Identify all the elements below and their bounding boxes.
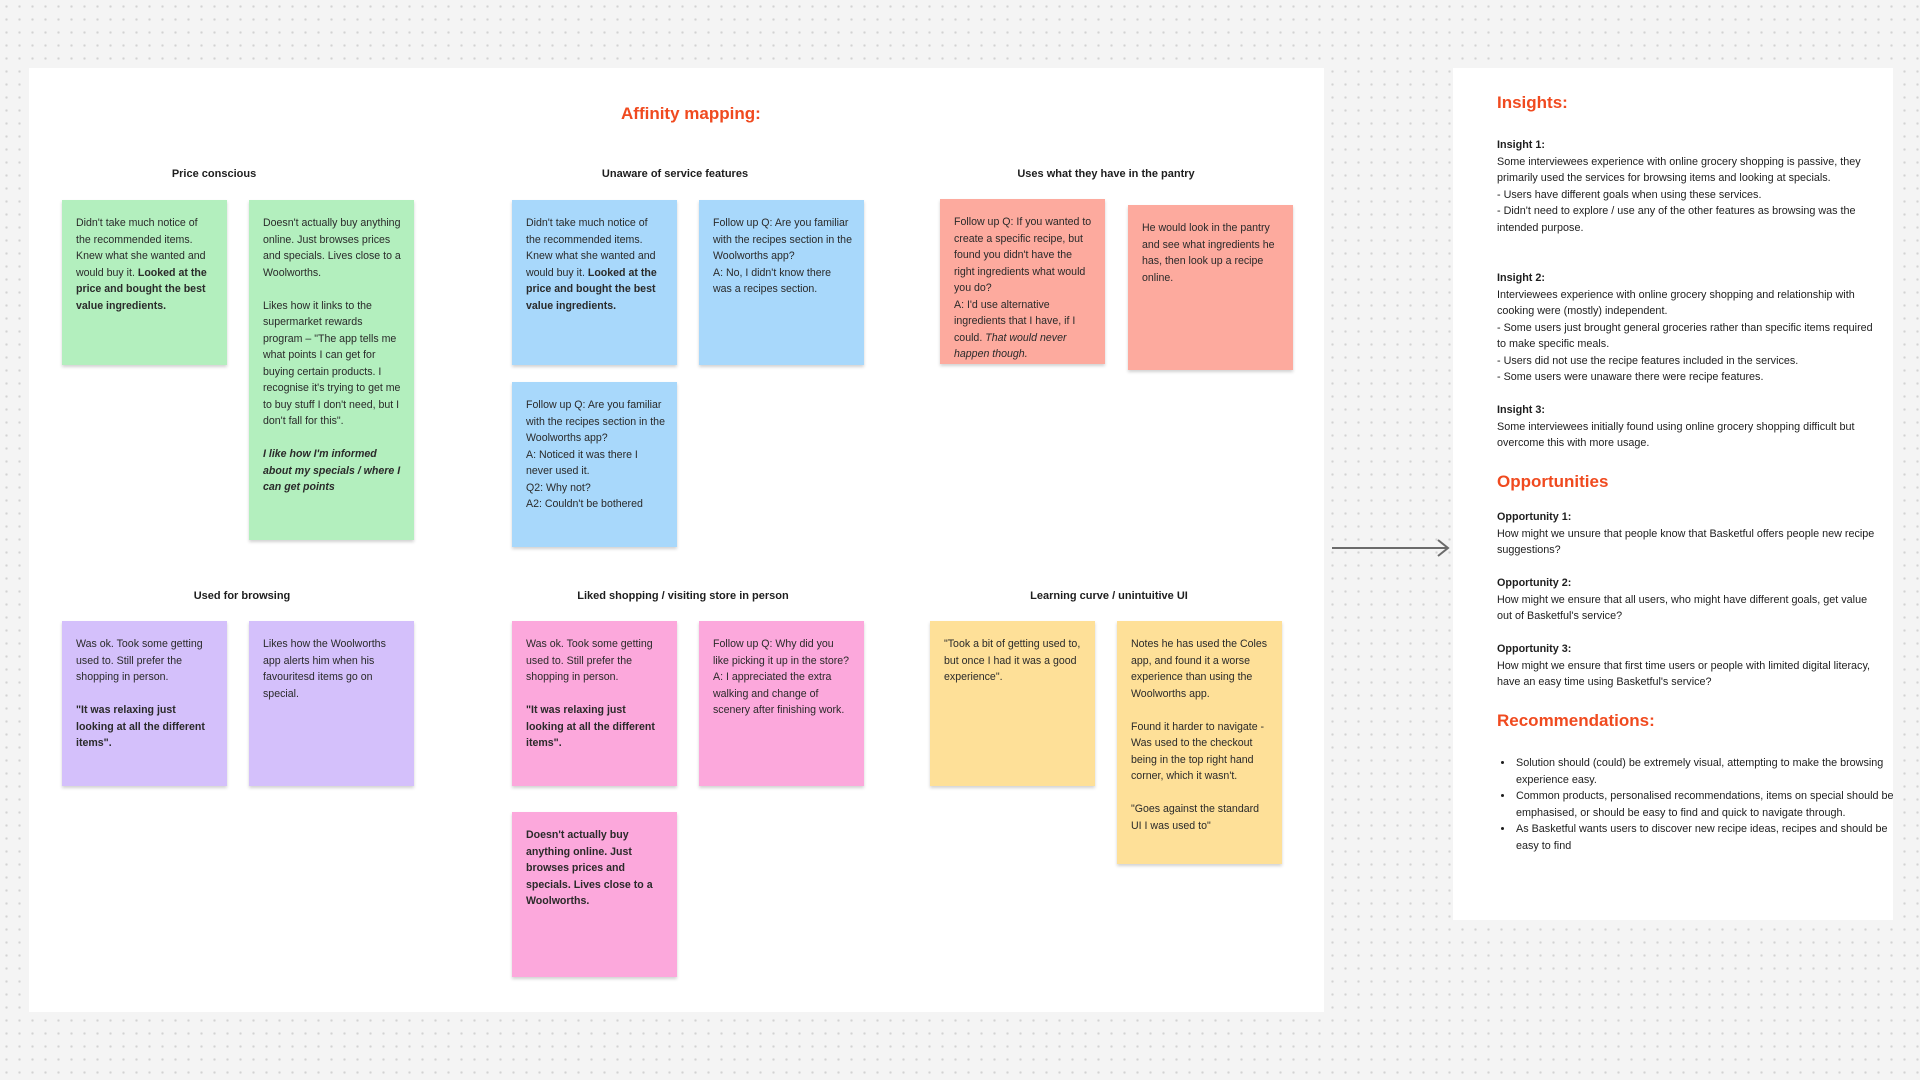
recommendations-heading: Recommendations: (1497, 711, 1655, 730)
sticky-note[interactable]: Follow up Q: If you wanted to create a s… (940, 199, 1105, 364)
sticky-note[interactable]: Was ok. Took some getting used to. Still… (62, 621, 227, 786)
insight-label: Insight 3: (1497, 404, 1545, 416)
insight-line: - Users have different goals when using … (1497, 188, 1762, 201)
sticky-note[interactable]: Follow up Q: Are you familiar with the r… (512, 382, 677, 547)
group-title-pantry: Uses what they have in the pantry (1017, 168, 1195, 180)
insight-line: - Some users just brought general grocer… (1497, 321, 1873, 351)
insight-line: - Some users were unaware there were rec… (1497, 371, 1764, 383)
insight-block: Insight 3: Some interviewees initially f… (1497, 402, 1875, 452)
sticky-note[interactable]: He would look in the pantry and see what… (1128, 205, 1293, 370)
insight-label: Insight 1: (1497, 139, 1545, 151)
group-title-liked-shopping: Liked shopping / visiting store in perso… (577, 590, 789, 602)
group-title-browsing: Used for browsing (193, 590, 291, 602)
opportunity-label: Opportunity 1: (1497, 511, 1572, 523)
opportunity-text: How might we ensure that all users, who … (1497, 593, 1868, 623)
insight-line: Some interviewees experience with online… (1497, 155, 1861, 185)
arrow-right-icon[interactable] (1330, 538, 1452, 558)
sticky-note[interactable]: Didn't take much notice of the recommend… (512, 200, 677, 365)
opportunity-block: Opportunity 2: How might we ensure that … (1497, 575, 1875, 625)
recommendation-item: As Basketful wants users to discover new… (1514, 821, 1898, 854)
sticky-note[interactable]: Doesn't actually buy anything online. Ju… (249, 200, 414, 540)
sticky-note[interactable]: Doesn't actually buy anything online. Ju… (512, 812, 677, 977)
opportunity-block: Opportunity 3: How might we ensure that … (1497, 641, 1875, 691)
group-title-learning-curve: Learning curve / unintuitive UI (1030, 590, 1188, 602)
affinity-title: Affinity mapping: (621, 104, 761, 123)
sticky-note[interactable]: Follow up Q: Are you familiar with the r… (699, 200, 864, 365)
opportunity-block: Opportunity 1: How might we unsure that … (1497, 509, 1875, 559)
group-title-price-conscious: Price conscious (171, 168, 257, 180)
opportunity-text: How might we unsure that people know tha… (1497, 527, 1875, 557)
opportunity-text: How might we ensure that first time user… (1497, 659, 1871, 689)
sticky-note[interactable]: Didn't take much notice of the recommend… (62, 200, 227, 365)
insight-line: - Didn't need to explore / use any of th… (1497, 205, 1856, 234)
sticky-note[interactable]: Was ok. Took some getting used to. Still… (512, 621, 677, 786)
opportunity-label: Opportunity 2: (1497, 577, 1572, 589)
sticky-note[interactable]: Likes how the Woolworths app alerts him … (249, 621, 414, 786)
sticky-note[interactable]: Follow up Q: Why did you like picking it… (699, 621, 864, 786)
opportunities-heading: Opportunities (1497, 472, 1609, 491)
recommendation-item: Common products, personalised recommenda… (1514, 788, 1898, 821)
insight-block: Insight 1: Some interviewees experience … (1497, 137, 1875, 236)
insight-line: Interviewees experience with online groc… (1497, 288, 1855, 318)
sticky-note[interactable]: "Took a bit of getting used to, but once… (930, 621, 1095, 786)
insight-label: Insight 2: (1497, 272, 1545, 284)
insight-line: Some interviewees initially found using … (1497, 420, 1855, 450)
insights-heading: Insights: (1497, 93, 1568, 112)
sticky-note[interactable]: Notes he has used the Coles app, and fou… (1117, 621, 1282, 864)
insight-line: - Users did not use the recipe features … (1497, 354, 1799, 367)
opportunity-label: Opportunity 3: (1497, 643, 1572, 655)
recommendation-item: Solution should (could) be extremely vis… (1514, 755, 1898, 788)
group-title-unaware-features: Unaware of service features (601, 168, 749, 180)
recommendations-list: Solution should (could) be extremely vis… (1497, 755, 1898, 854)
insight-block: Insight 2: Interviewees experience with … (1497, 270, 1875, 386)
insights-frame[interactable] (1453, 68, 1893, 920)
